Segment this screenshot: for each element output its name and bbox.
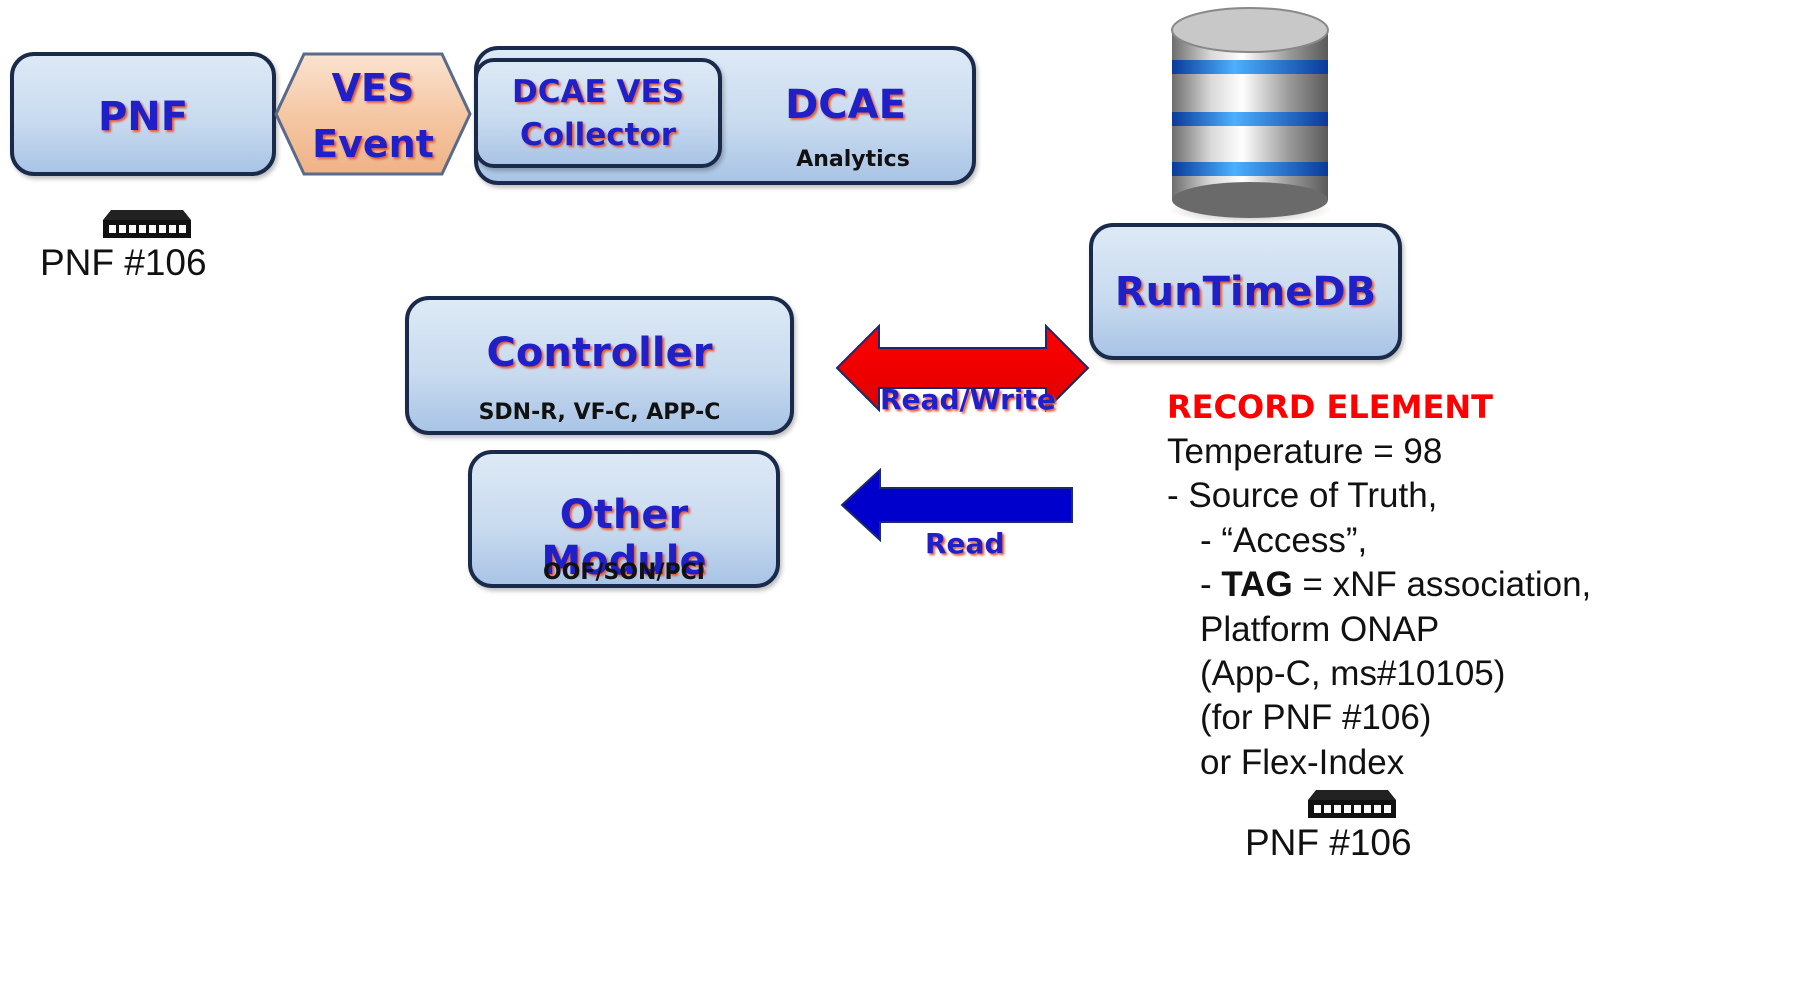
controller-title: Controller bbox=[486, 330, 713, 376]
record-platform: Platform ONAP bbox=[1200, 610, 1440, 649]
pnf-device-label: PNF #106 bbox=[40, 242, 207, 283]
record-tag-prefix: - bbox=[1200, 565, 1222, 604]
record-flex-index: or Flex-Index bbox=[1200, 743, 1405, 782]
record-appc: (App-C, ms#10105) bbox=[1200, 654, 1506, 693]
ves-event-hexagon bbox=[274, 52, 472, 176]
other-module-title: Other Module bbox=[541, 492, 707, 584]
runtimedb-title: RunTimeDB bbox=[1114, 269, 1377, 315]
other-module-box: Other Module OOF/SON/PCI bbox=[468, 450, 780, 588]
other-module-subtitle: OOF/SON/PCI bbox=[543, 560, 705, 585]
read-write-label: Read/Write bbox=[880, 383, 1056, 416]
controller-box: Controller SDN-R, VF-C, APP-C bbox=[405, 296, 794, 435]
dcae-subtitle: Analytics bbox=[796, 147, 910, 172]
read-arrow bbox=[840, 468, 1073, 542]
record-device-label: PNF #106 bbox=[1245, 822, 1412, 863]
record-temperature: Temperature = 98 bbox=[1167, 432, 1443, 471]
pnf-box: PNF bbox=[10, 52, 276, 176]
record-heading: RECORD ELEMENT bbox=[1167, 388, 1493, 426]
collector-line1: DCAE VES bbox=[512, 74, 684, 110]
collector-line2: Collector bbox=[519, 117, 677, 153]
network-switch-icon bbox=[103, 210, 191, 238]
record-tag-line: - TAG = xNF association, bbox=[1200, 565, 1591, 605]
network-switch-icon bbox=[1308, 790, 1396, 818]
ves-event-line1: VES bbox=[331, 66, 415, 110]
read-write-arrow bbox=[835, 323, 1090, 413]
database-icon bbox=[1168, 7, 1332, 224]
runtimedb-box: RunTimeDB bbox=[1089, 223, 1402, 360]
record-access: - “Access”, bbox=[1200, 521, 1368, 560]
ves-event-line2: Event bbox=[312, 122, 434, 166]
record-tag-rest: = xNF association, bbox=[1292, 565, 1592, 604]
record-tag-bold: TAG bbox=[1221, 565, 1293, 604]
record-for-pnf: (for PNF #106) bbox=[1200, 698, 1432, 737]
pnf-title: PNF bbox=[97, 94, 189, 140]
read-label: Read bbox=[925, 527, 1005, 560]
dcae-title: DCAE bbox=[785, 82, 906, 128]
controller-subtitle: SDN-R, VF-C, APP-C bbox=[478, 400, 721, 425]
dcae-ves-collector-box: DCAE VES Collector bbox=[474, 58, 722, 168]
record-source-of-truth: - Source of Truth, bbox=[1167, 476, 1438, 515]
